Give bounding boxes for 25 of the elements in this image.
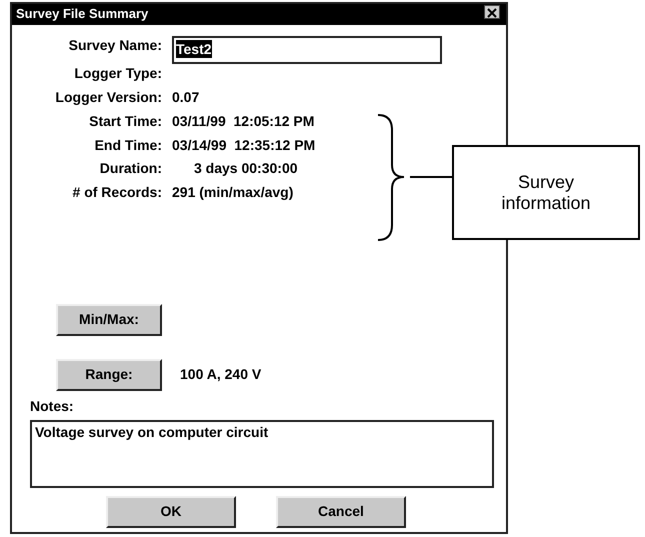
selected-text: Test2: [176, 40, 212, 58]
callout-box: [452, 145, 640, 240]
min-max-button: Min/Max:: [56, 304, 162, 336]
field-label: # of Records:: [72, 183, 162, 201]
range-button: Range:: [56, 359, 162, 391]
field-label: Survey Name:: [68, 36, 162, 54]
dialog-title: Survey File Summary: [16, 5, 150, 23]
callout-text: Survey information: [500, 172, 592, 214]
field-value: 03/14/99 12:35:12 PM: [172, 136, 316, 154]
field-label: End Time:: [94, 136, 162, 154]
field-label: Logger Type:: [73, 64, 162, 82]
notes-field: Voltage survey on computer circuit: [30, 420, 494, 488]
field-label: Duration:: [98, 159, 162, 177]
cancel-button: Cancel: [276, 496, 406, 528]
field-value: 3 days 00:30:00: [193, 159, 299, 177]
field-value: 03/11/99 12:05:12 PM: [172, 112, 316, 130]
field-label: Notes:: [30, 397, 75, 415]
field-label: Logger Version:: [54, 88, 162, 106]
curly-bracket: [378, 114, 405, 241]
field-label: Start Time:: [88, 112, 162, 130]
leader-line: [410, 176, 452, 178]
field-value: 291 (min/max/avg): [172, 183, 294, 201]
field-value: 100 A, 240 V: [180, 365, 262, 383]
ok-button: OK: [106, 496, 236, 528]
field-value: 0.07: [172, 88, 200, 106]
